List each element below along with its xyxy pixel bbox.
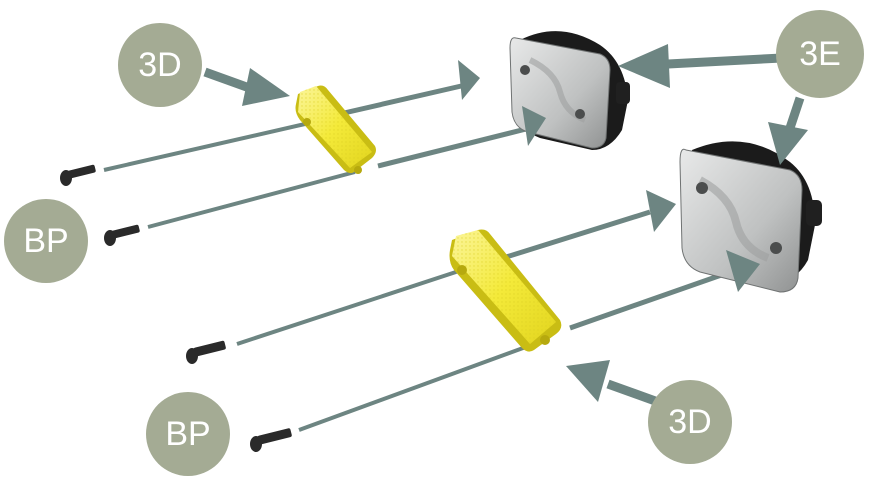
screw-icon bbox=[104, 224, 140, 246]
reflector-lens-icon bbox=[450, 230, 562, 352]
callout-3e: 3E bbox=[776, 10, 864, 98]
callout-label: BP bbox=[23, 222, 68, 260]
callout-label: 3E bbox=[799, 35, 841, 73]
callout-label: BP bbox=[165, 415, 210, 453]
callout-3d-bottom: 3D bbox=[648, 380, 732, 464]
screw-icon bbox=[60, 164, 96, 186]
screw-icon bbox=[250, 428, 292, 452]
callout-label: 3D bbox=[138, 46, 181, 84]
callout-3d-top: 3D bbox=[118, 23, 202, 107]
screw-icon bbox=[186, 340, 226, 364]
callout-label: 3D bbox=[668, 403, 711, 441]
callout-bp-bottom: BP bbox=[146, 392, 230, 476]
reflector-lens-icon bbox=[296, 86, 377, 175]
callout-bp-top: BP bbox=[4, 199, 88, 283]
